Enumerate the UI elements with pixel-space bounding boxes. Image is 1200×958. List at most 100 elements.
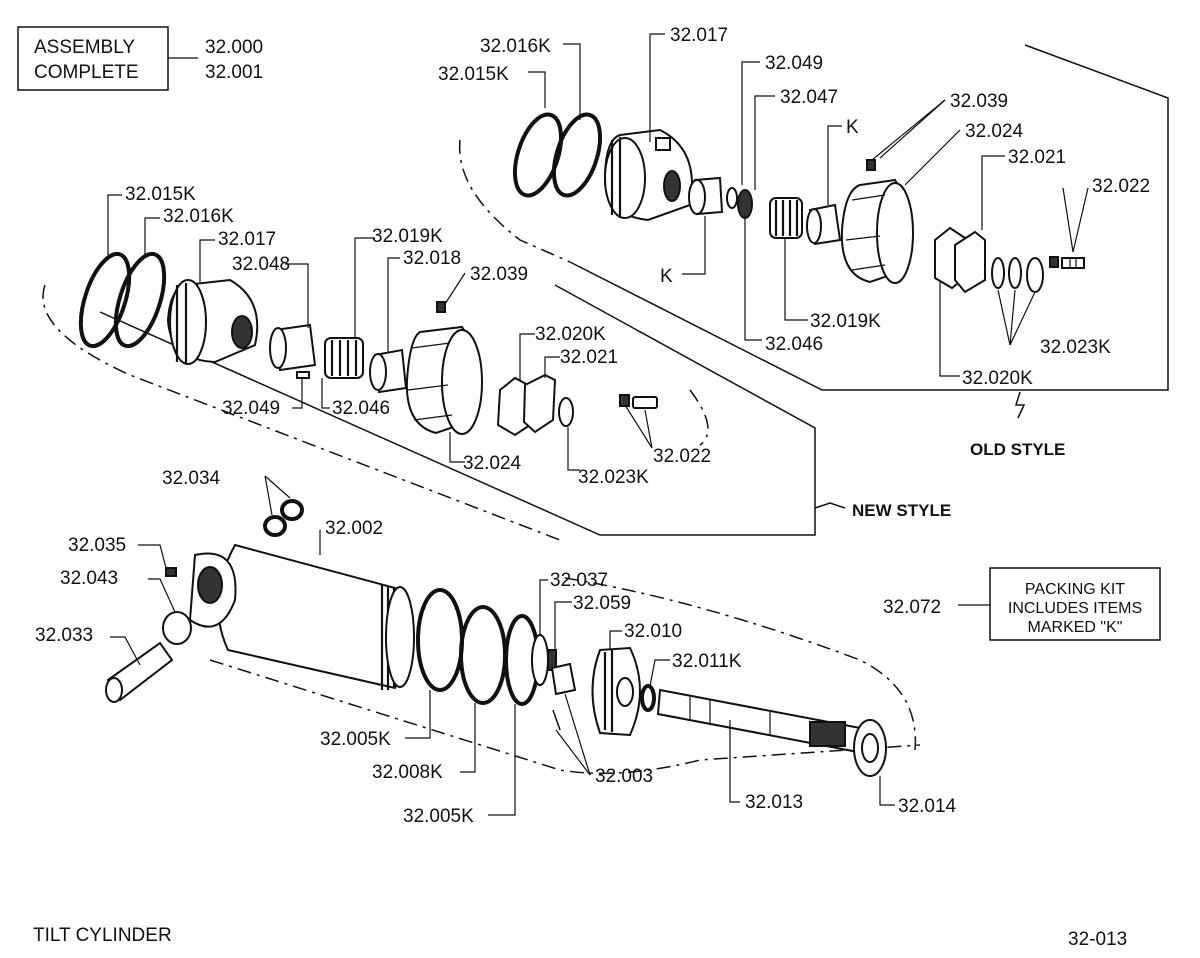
grease-fitting-035	[165, 567, 177, 577]
page-title: TILT CYLINDER	[33, 925, 172, 946]
old-oring-015k	[512, 112, 564, 198]
label-new-046: 32.046	[332, 398, 390, 419]
bushing-043	[162, 611, 192, 645]
new-style-parts	[78, 251, 658, 437]
label-new-023k: 32.023K	[578, 467, 649, 488]
piston-rod-013	[656, 688, 862, 754]
label-new-049: 32.049	[222, 398, 280, 419]
new-spring-019k	[324, 337, 364, 379]
label-old-023k: 32.023K	[1040, 337, 1111, 358]
old-oring-016k	[551, 112, 603, 198]
backup-ring-008k	[459, 605, 507, 705]
label-033: 32.033	[35, 625, 93, 646]
nut-003	[550, 662, 577, 696]
label-old-039: 32.039	[950, 91, 1008, 112]
label-043: 32.043	[60, 568, 118, 589]
label-new-021: 32.021	[560, 347, 618, 368]
label-old-017: 32.017	[670, 25, 728, 46]
label-005k-b: 32.005K	[403, 806, 474, 827]
snap-ring-034-b	[280, 499, 304, 521]
old-washer-049	[726, 187, 738, 209]
label-002: 32.002	[325, 518, 383, 539]
label-new-015k: 32.015K	[125, 184, 196, 205]
label-014: 32.014	[898, 796, 957, 817]
label-old-020k: 32.020K	[962, 368, 1033, 389]
label-old-047: 32.047	[780, 87, 838, 108]
label-old-k-left: K	[660, 266, 673, 287]
label-new-039: 32.039	[470, 264, 528, 285]
old-bushing	[688, 176, 724, 216]
label-new-016k: 32.016K	[163, 206, 234, 227]
old-nut-024	[840, 159, 914, 284]
old-screw-022	[1049, 256, 1085, 269]
cylinder-barrel-002	[217, 543, 415, 690]
label-old-049: 32.049	[765, 53, 823, 74]
label-new-024: 32.024	[463, 453, 522, 474]
old-ring-k	[806, 203, 842, 246]
label-old-024: 32.024	[965, 121, 1024, 142]
label-new-022: 32.022	[653, 446, 711, 467]
assembly-box-line1: ASSEMBLY	[34, 37, 135, 58]
new-screw-022	[619, 394, 658, 409]
label-013: 32.013	[745, 792, 803, 813]
rod-end-014	[853, 719, 887, 777]
old-spring-019k	[769, 197, 803, 239]
new-pin-049	[296, 371, 310, 379]
kit-ref: 32.072	[883, 597, 941, 618]
kit-box-line1: PACKING KIT	[1025, 581, 1125, 598]
cylinder-assembly	[105, 499, 921, 777]
snap-ring-034-a	[263, 515, 287, 537]
label-new-017: 32.017	[218, 229, 276, 250]
clevis-eye	[188, 552, 237, 628]
packing-kit-box: PACKING KIT INCLUDES ITEMS MARKED "K" 32…	[883, 567, 1161, 641]
new-oring-015k	[78, 251, 132, 349]
leader-lines	[107, 33, 1089, 816]
label-old-021: 32.021	[1008, 147, 1066, 168]
oring-005k-a	[416, 588, 464, 692]
oring-011k	[640, 684, 656, 712]
new-nut-024	[405, 301, 483, 435]
pin-033	[105, 641, 174, 703]
piston-010	[591, 646, 641, 737]
label-005k-a: 32.005K	[320, 729, 391, 750]
label-new-018: 32.018	[403, 248, 461, 269]
new-ring-018	[369, 348, 408, 394]
label-old-019k: 32.019K	[810, 311, 881, 332]
label-008k: 32.008K	[372, 762, 443, 783]
label-old-046: 32.046	[765, 334, 823, 355]
old-seal-023k-c	[1026, 257, 1044, 293]
page-code: 32-013	[1068, 929, 1127, 950]
assembly-ref-2: 32.001	[205, 62, 263, 83]
cotter-pin-003	[552, 709, 561, 731]
label-old-016k: 32.016K	[480, 36, 551, 57]
new-gland-017	[166, 278, 259, 365]
new-oring-016k	[113, 251, 167, 349]
assembly-box-line2: COMPLETE	[34, 62, 139, 83]
old-style-outline	[458, 44, 1169, 419]
label-003: 32.003	[595, 766, 653, 787]
washer-037	[531, 634, 549, 686]
new-bushing-048	[269, 323, 317, 372]
label-new-020k: 32.020K	[535, 324, 606, 345]
old-seal-023k-b	[1008, 257, 1022, 289]
assembly-complete-box: ASSEMBLY COMPLETE 32.000 32.001	[17, 26, 263, 91]
old-gland-017	[603, 128, 693, 222]
old-style-parts	[512, 112, 1085, 294]
label-old-k-top: K	[846, 117, 859, 138]
old-seal-023k-a	[991, 257, 1005, 289]
new-plate-021	[522, 373, 557, 434]
label-old-015k: 32.015K	[438, 64, 509, 85]
new-style-outline	[42, 284, 846, 541]
old-plate-021	[954, 230, 986, 294]
kit-box-frame	[989, 567, 1161, 641]
assembly-ref-1: 32.000	[205, 37, 263, 58]
label-035: 32.035	[68, 535, 126, 556]
old-washer-047	[737, 189, 753, 219]
old-style-label: OLD STYLE	[970, 440, 1065, 459]
label-059: 32.059	[573, 593, 631, 614]
label-old-022: 32.022	[1092, 176, 1150, 197]
new-seal-023k	[558, 397, 574, 427]
label-010: 32.010	[624, 621, 682, 642]
label-011k: 32.011K	[672, 651, 742, 672]
